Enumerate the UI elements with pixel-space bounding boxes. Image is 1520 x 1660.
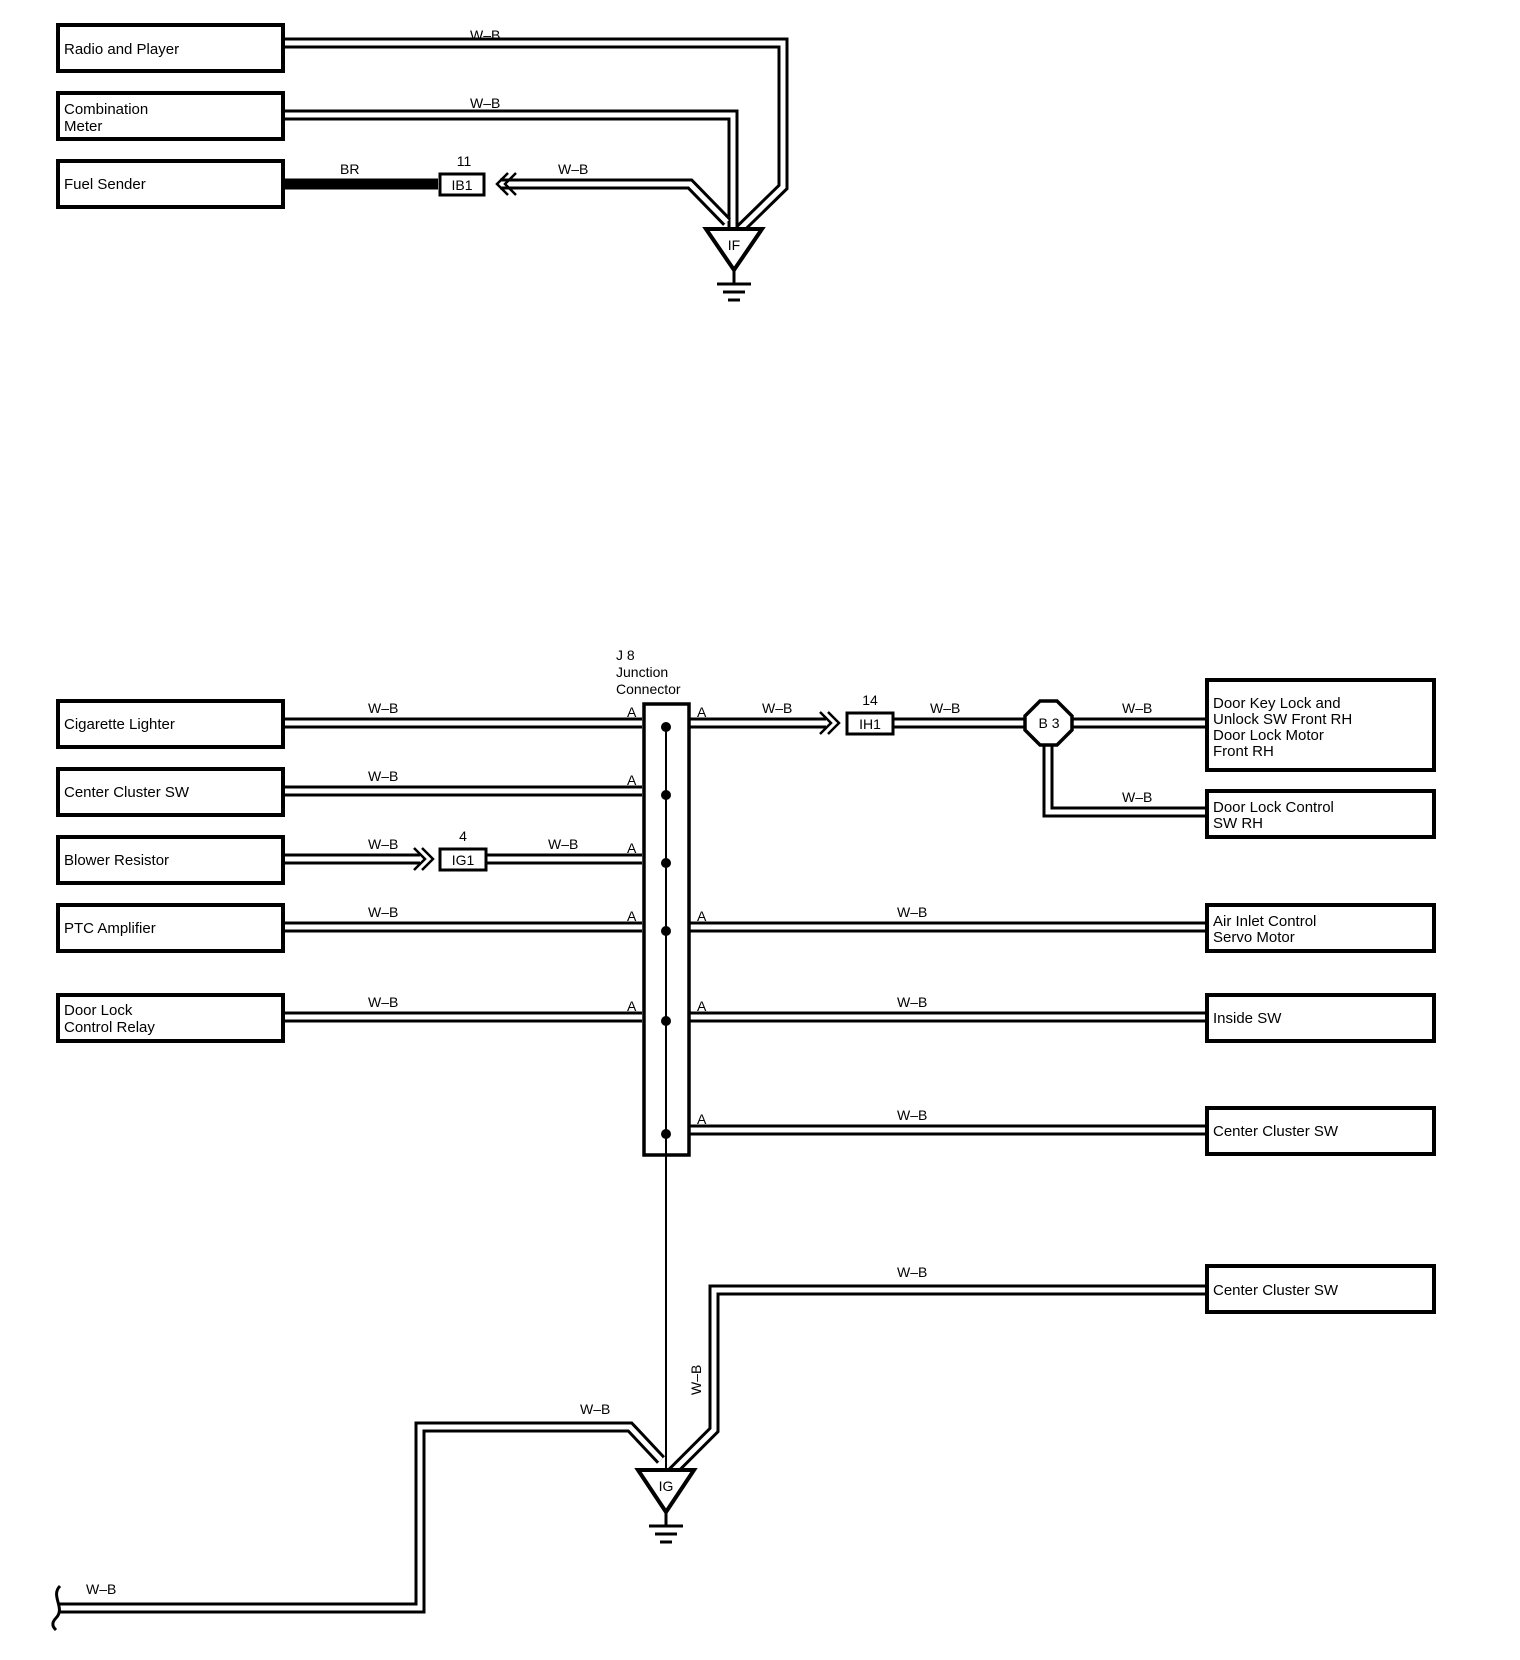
wire-label: W–B <box>897 904 927 920</box>
pin-label: A <box>627 772 637 788</box>
connector-ib1-id: IB1 <box>451 177 472 193</box>
ground-if-label: IF <box>728 237 740 253</box>
junction-connector-j8: J 8 Junction Connector A A A A A A A A A <box>616 647 707 1157</box>
box-ptc-amplifier: PTC Amplifier <box>56 903 285 953</box>
wire-label-br: BR <box>340 161 359 177</box>
box-cigarette-lighter: Cigarette Lighter <box>56 699 285 749</box>
wire-label: W–B <box>368 994 398 1010</box>
connector-ig1: IG1 4 <box>438 828 488 872</box>
pin-label: A <box>627 908 637 924</box>
wire-label: W–B <box>368 700 398 716</box>
wire-label: W–B <box>762 700 792 716</box>
pin-label: A <box>627 840 637 856</box>
wire-center-cluster2-to-ig <box>668 1284 1207 1476</box>
connector-ib1-pin: 11 <box>457 153 472 169</box>
pin-label: A <box>627 998 637 1014</box>
label-center-cluster-sw: Center Cluster SW <box>64 784 190 801</box>
box-center-cluster-sw-right2: Center Cluster SW <box>1205 1264 1436 1314</box>
wire-label: W–B <box>1122 700 1152 716</box>
wire-label: W–B <box>86 1581 116 1597</box>
label-ptc-amplifier: PTC Amplifier <box>64 920 156 937</box>
wire-label-vertical: W–B <box>688 1365 704 1395</box>
label-inside-sw: Inside SW <box>1213 1010 1282 1027</box>
wire-label: W–B <box>930 700 960 716</box>
connector-ih1-pin: 14 <box>862 692 878 708</box>
ig1-chevron-icon <box>413 847 435 871</box>
pin-label: A <box>697 1111 707 1127</box>
box-center-cluster-sw-left: Center Cluster SW <box>56 767 285 817</box>
label-cigarette-lighter: Cigarette Lighter <box>64 716 175 733</box>
label-center-cluster-sw: Center Cluster SW <box>1213 1123 1339 1140</box>
label-door-lock-control-sw: Door Lock Control SW RH <box>1213 799 1338 832</box>
wire-label: W–B <box>558 161 588 177</box>
wire-b3-to-door-lock-sw <box>1042 745 1207 818</box>
wire-label: W–B <box>548 836 578 852</box>
ib1-chevron-icon <box>495 172 517 196</box>
box-door-key-lock: Door Key Lock and Unlock SW Front RH Doo… <box>1205 678 1436 772</box>
label-center-cluster-sw: Center Cluster SW <box>1213 1282 1339 1299</box>
pin-label: A <box>697 998 707 1014</box>
connector-ig1-id: IG1 <box>452 852 475 868</box>
box-door-lock-control-relay: Door Lock Control Relay <box>56 993 285 1043</box>
label-air-inlet-servo: Air Inlet Control Servo Motor <box>1213 913 1321 946</box>
wire-label: W–B <box>368 768 398 784</box>
wire-label: W–B <box>897 1264 927 1280</box>
pin-label: A <box>627 704 637 720</box>
wire-label: W–B <box>897 994 927 1010</box>
wire-label: W–B <box>897 1107 927 1123</box>
box-radio-player: Radio and Player <box>56 23 285 73</box>
junction-title: J 8 Junction Connector <box>616 647 681 697</box>
box-fuel-sender: Fuel Sender <box>56 159 285 209</box>
label-combination-meter: Combination Meter <box>64 101 152 135</box>
wire-radio-to-if <box>285 37 789 236</box>
splice-b3-label: B 3 <box>1038 715 1059 731</box>
pin-label: A <box>697 908 707 924</box>
wire-bottom-left-to-ig <box>58 1421 666 1614</box>
ground-if-icon: IF <box>702 227 766 302</box>
box-combination-meter: Combination Meter <box>56 91 285 141</box>
pin-label: A <box>697 704 707 720</box>
connector-ig1-pin: 4 <box>459 828 467 844</box>
wire-label: W–B <box>1122 789 1152 805</box>
box-door-lock-control-sw: Door Lock Control SW RH <box>1205 789 1436 839</box>
ground-ig-label: IG <box>659 1478 674 1494</box>
wire-label: W–B <box>580 1401 610 1417</box>
label-door-lock-control-relay: Door Lock Control Relay <box>64 1002 155 1036</box>
wire-label: W–B <box>368 836 398 852</box>
box-air-inlet-servo: Air Inlet Control Servo Motor <box>1205 903 1436 953</box>
wire-break-icon <box>51 1584 62 1632</box>
box-blower-resistor: Blower Resistor <box>56 835 285 885</box>
ih1-chevron-icon <box>819 711 841 735</box>
wire-meter-to-if <box>285 109 739 230</box>
connector-ib1: IB1 11 <box>438 153 486 197</box>
box-center-cluster-sw-right1: Center Cluster SW <box>1205 1106 1436 1156</box>
label-fuel-sender: Fuel Sender <box>64 176 146 193</box>
ground-ig-icon: IG <box>634 1468 698 1544</box>
label-blower-resistor: Blower Resistor <box>64 852 169 869</box>
splice-b3: B 3 <box>1023 699 1074 747</box>
wire-label: W–B <box>470 95 500 111</box>
box-inside-sw: Inside SW <box>1205 993 1436 1043</box>
label-radio-player: Radio and Player <box>64 41 179 58</box>
wire-ib1-to-if <box>500 178 731 226</box>
connector-ih1-id: IH1 <box>859 716 881 732</box>
label-door-key-lock: Door Key Lock and Unlock SW Front RH Doo… <box>1213 695 1356 760</box>
connector-ih1: IH1 14 <box>845 692 895 736</box>
wire-label: W–B <box>470 27 500 43</box>
wire-label: W–B <box>368 904 398 920</box>
